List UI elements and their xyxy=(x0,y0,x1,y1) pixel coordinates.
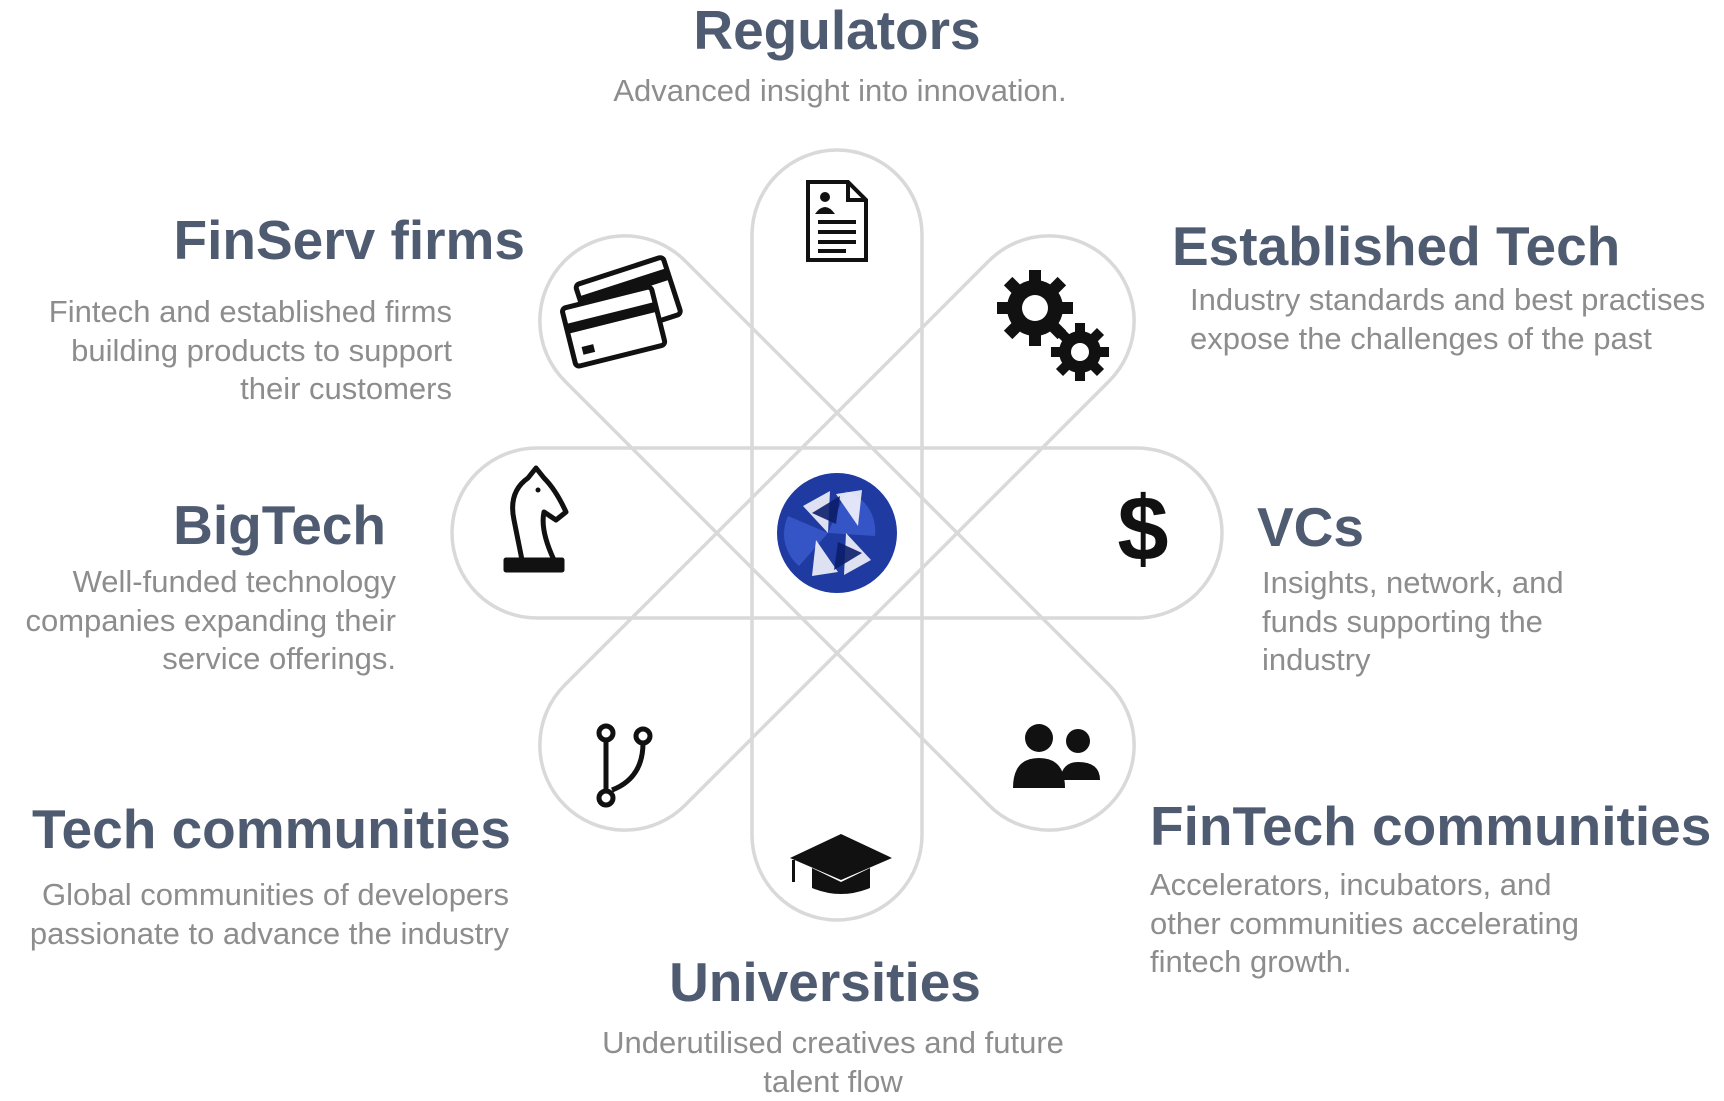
bigtech-description: Well-funded technology companies expandi… xyxy=(0,563,396,679)
fintech-communities-title: FinTech communities xyxy=(1150,796,1711,856)
finserv-firms-desc-line: building products to support xyxy=(0,332,452,371)
tech-communities-desc-line: passionate to advance the industry xyxy=(0,915,509,954)
gears-icon xyxy=(997,270,1109,381)
graduation-cap-icon xyxy=(790,834,892,894)
vcs-desc-line: funds supporting the xyxy=(1262,603,1564,642)
established-tech-title: Established Tech xyxy=(1172,216,1620,276)
vcs-description: Insights, network, and funds supporting … xyxy=(1262,564,1564,680)
bigtech-title: BigTech xyxy=(0,495,386,555)
finserv-firms-title: FinServ firms xyxy=(0,210,525,270)
aperture-logo xyxy=(777,473,897,593)
people-icon xyxy=(1013,724,1100,788)
vcs-desc-line: Insights, network, and xyxy=(1262,564,1564,603)
dollar-icon: $ xyxy=(1117,478,1168,580)
chess-knight-icon xyxy=(506,468,566,570)
fintech-communities-desc-line: fintech growth. xyxy=(1150,943,1579,982)
universities-title: Universities xyxy=(625,952,1025,1012)
regulators-description: Advanced insight into innovation. xyxy=(540,72,1140,111)
finserv-firms-desc-line: Fintech and established firms xyxy=(0,293,452,332)
vcs-title: VCs xyxy=(1257,497,1364,557)
git-branch-icon xyxy=(599,726,650,805)
established-tech-desc-line: expose the challenges of the past xyxy=(1190,320,1705,359)
vcs-desc-line: industry xyxy=(1262,641,1564,680)
finserv-firms-desc-line: their customers xyxy=(0,370,452,409)
established-tech-desc-line: Industry standards and best practises xyxy=(1190,281,1705,320)
tech-communities-description: Global communities of developers passion… xyxy=(0,876,509,953)
universities-desc-line: Underutilised creatives and future xyxy=(533,1024,1133,1063)
bigtech-desc-line: companies expanding their xyxy=(0,602,396,641)
fintech-communities-desc-line: other communities accelerating xyxy=(1150,905,1579,944)
universities-desc-line: talent flow xyxy=(533,1063,1133,1101)
tech-communities-title: Tech communities xyxy=(32,799,511,859)
bigtech-desc-line: service offerings. xyxy=(0,640,396,679)
established-tech-description: Industry standards and best practises ex… xyxy=(1190,281,1705,358)
credit-cards-icon xyxy=(562,257,682,367)
universities-description: Underutilised creatives and future talen… xyxy=(533,1024,1133,1101)
regulators-title: Regulators xyxy=(637,0,1037,60)
regulators-desc-line: Advanced insight into innovation. xyxy=(540,72,1140,111)
bigtech-desc-line: Well-funded technology xyxy=(0,563,396,602)
fintech-communities-desc-line: Accelerators, incubators, and xyxy=(1150,866,1579,905)
document-icon xyxy=(808,182,866,260)
tech-communities-desc-line: Global communities of developers xyxy=(0,876,509,915)
finserv-firms-description: Fintech and established firms building p… xyxy=(0,293,452,409)
fintech-communities-description: Accelerators, incubators, and other comm… xyxy=(1150,866,1579,982)
